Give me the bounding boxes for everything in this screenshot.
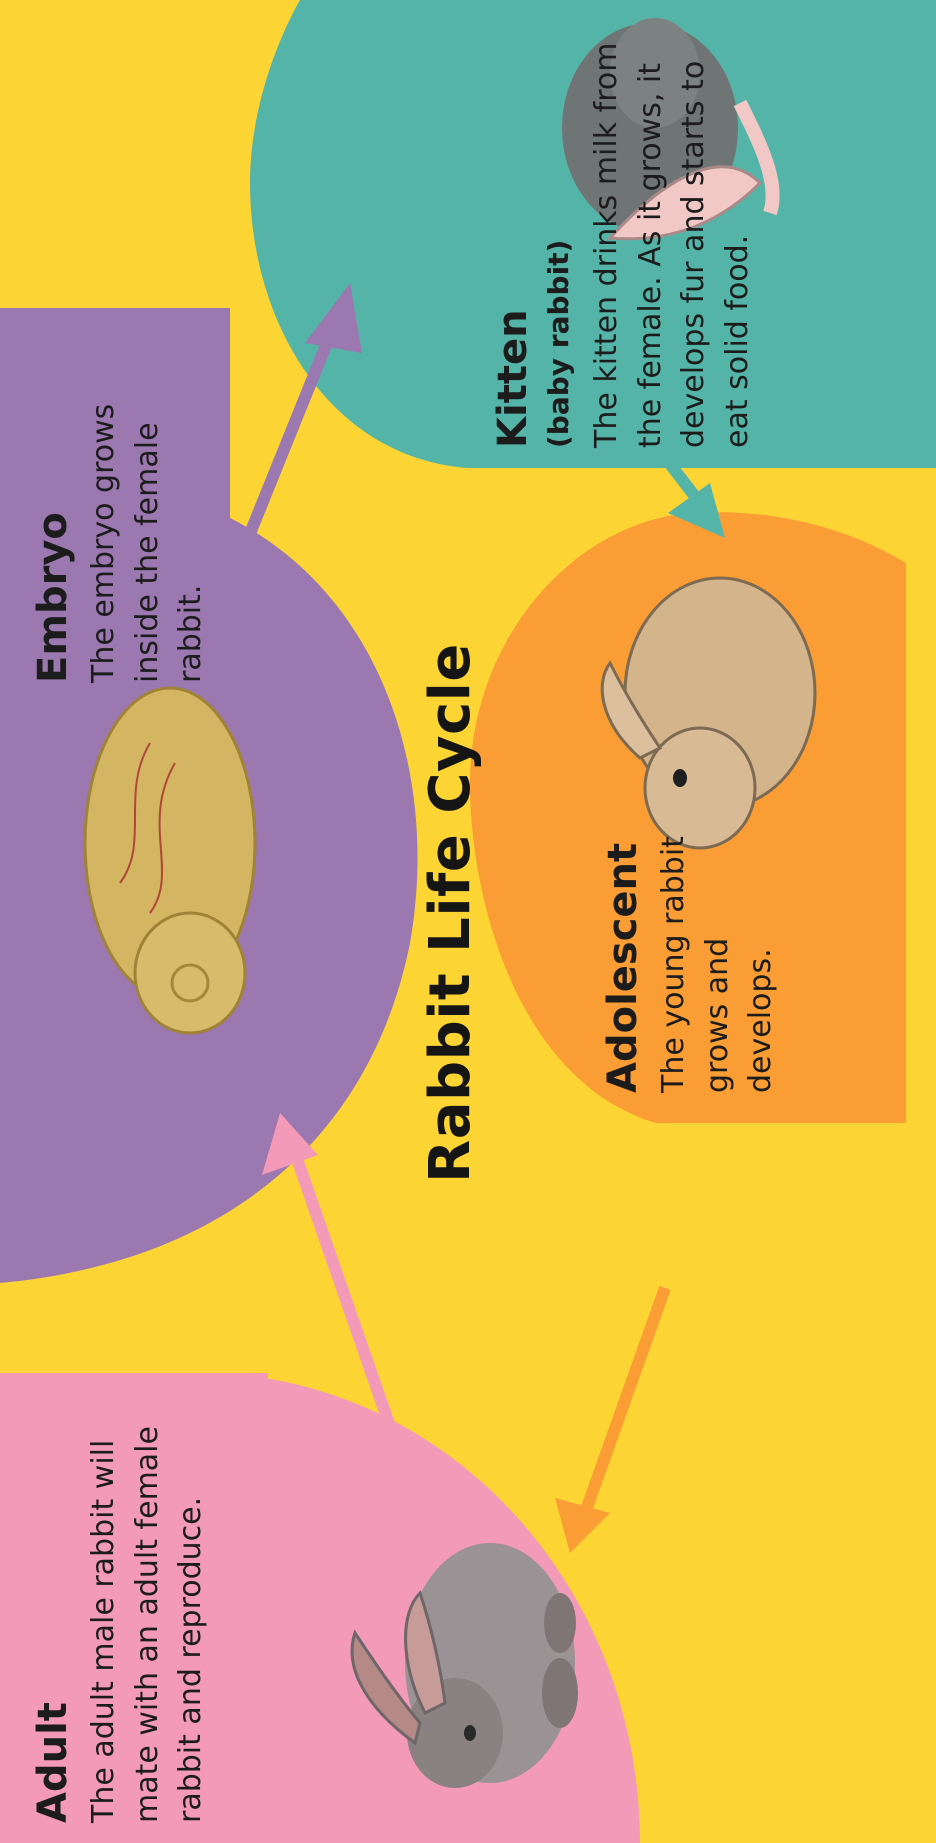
adolescent-text-block: Adolescent The young rabbit grows and de… [600,793,783,1093]
kitten-subtitle: (baby rabbit) [542,28,575,448]
diagram-title: Rabbit Life Cycle [418,563,483,1263]
adolescent-title: Adolescent [600,793,646,1093]
adult-description: The adult male rabbit will mate with an … [82,1403,213,1823]
kitten-title: Kitten [490,28,536,448]
embryo-title: Embryo [30,353,76,683]
embryo-text-block: Embryo The embryo grows inside the femal… [30,353,213,683]
adult-title: Adult [30,1403,76,1823]
kitten-description: The kitten drinks milk from the female. … [585,28,759,448]
embryo-description: The embryo grows inside the female rabbi… [82,353,213,683]
kitten-text-block: Kitten (baby rabbit) The kitten drinks m… [490,28,759,448]
adult-text-block: Adult The adult male rabbit will mate wi… [30,1403,213,1823]
adolescent-description: The young rabbit grows and develops. [652,793,783,1093]
